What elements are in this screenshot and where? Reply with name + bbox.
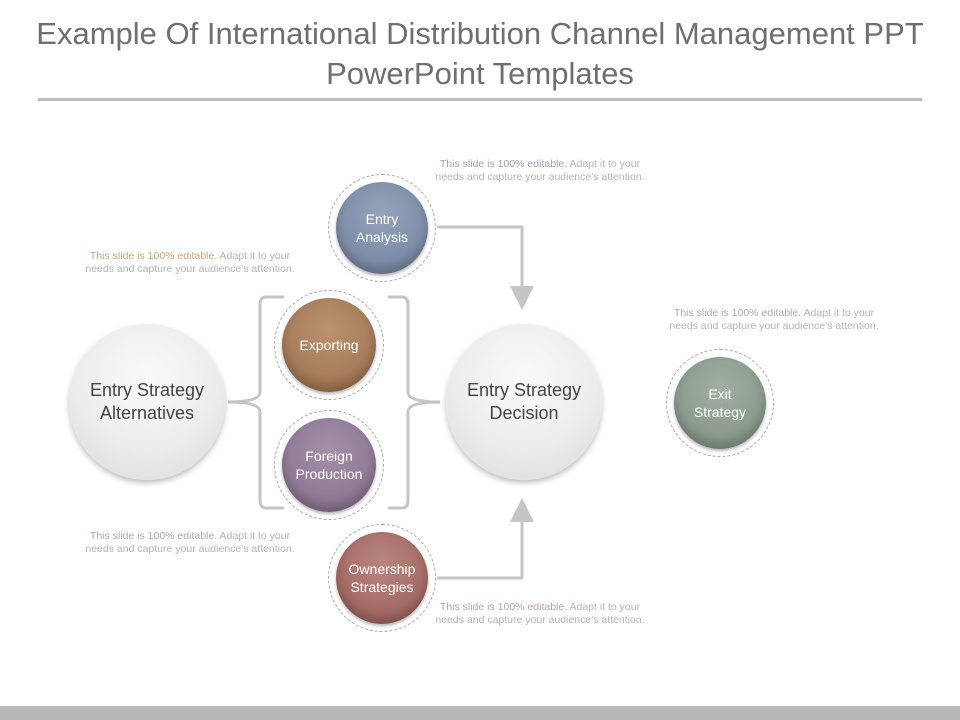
note-upper-left-text: Adapt it to your needs and capture your … [85,250,295,275]
note-bottom-lead: This slide is 100% editable. [439,601,568,613]
exporting-label: Exporting [299,337,359,353]
ownership-strategies-label: Ownership Strategies [348,561,416,595]
note-top-lead: This slide is 100% editable. [439,158,568,170]
note-top: This slide is 100% editable. Adapt it to… [428,158,652,184]
note-right-lead: This slide is 100% editable. [673,307,802,319]
left-brace [227,295,284,510]
footer-bar [0,706,960,720]
foreign-production-node: Foreign Production [282,418,376,512]
exit-strategy-label: Exit Strategy [693,386,747,420]
note-lower-left-lead: This slide is 100% editable. [89,530,218,542]
note-bottom-text: Adapt it to your needs and capture your … [435,601,645,626]
note-top-text: Adapt it to your needs and capture your … [435,158,645,183]
note-upper-left: This slide is 100% editable. Adapt it to… [78,250,302,276]
slide-title: Example Of International Distribution Ch… [36,16,924,91]
right-brace [388,295,441,510]
entry-analysis-node: Entry Analysis [336,182,428,274]
note-bottom: This slide is 100% editable. Adapt it to… [428,601,652,627]
note-right-text: Adapt it to your needs and capture your … [669,307,879,332]
note-lower-left-text: Adapt it to your needs and capture your … [85,530,295,555]
exit-strategy-node: Exit Strategy [674,357,766,449]
connector-ownership [437,498,534,580]
connector-entry-analysis [437,225,534,310]
entry-analysis-label: Entry Analysis [355,211,409,245]
foreign-production-label: Foreign Production [295,448,363,482]
hub-decision-label: Entry Strategy Decision [466,380,582,423]
title-divider [38,98,922,101]
exporting-node: Exporting [282,298,376,392]
hub-alternatives-label: Entry Strategy Alternatives [89,380,205,423]
ownership-strategies-node: Ownership Strategies [336,532,428,624]
note-upper-left-lead: This slide is 100% editable. [89,250,218,262]
note-right: This slide is 100% editable. Adapt it to… [662,307,886,333]
hub-entry-strategy-decision: Entry Strategy Decision [446,324,602,480]
note-lower-left: This slide is 100% editable. Adapt it to… [78,530,302,556]
hub-entry-strategy-alternatives: Entry Strategy Alternatives [69,324,225,480]
